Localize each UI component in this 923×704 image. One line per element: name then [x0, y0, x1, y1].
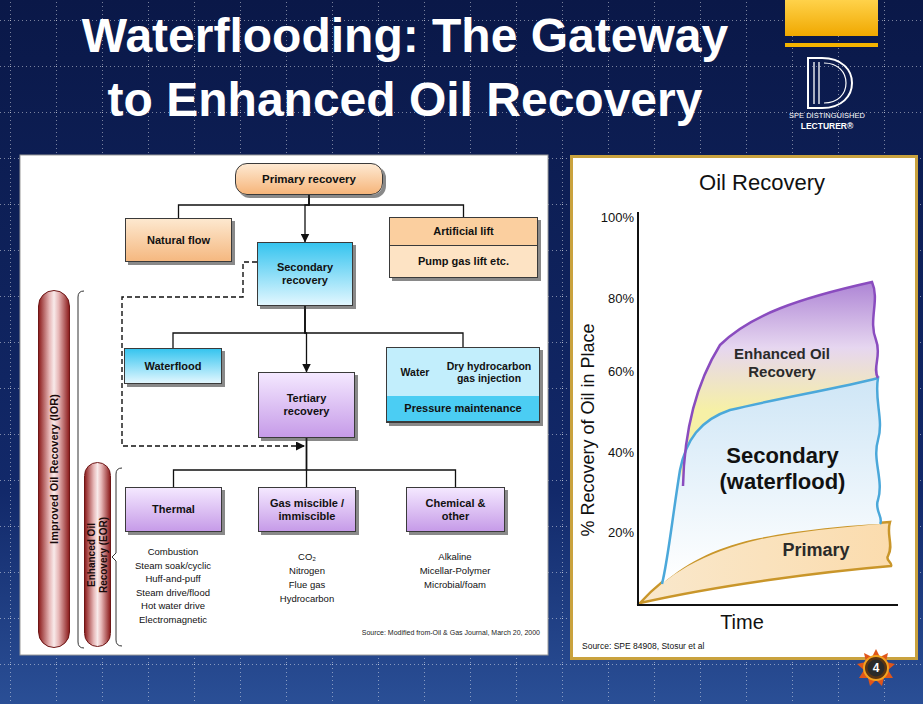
- axis-title: % Recovery of Oil in Place: [577, 300, 599, 560]
- flow-connector: [305, 306, 463, 347]
- method-item: Combustion: [118, 546, 228, 558]
- area-label: Primary: [771, 540, 861, 560]
- method-item: Nitrogen: [252, 565, 362, 577]
- axis-tick: 20%: [594, 525, 634, 541]
- method-item: Alkaline: [400, 551, 510, 563]
- method-box: Artificial liftPump gas lift etc.: [389, 217, 538, 278]
- page-badge: [857, 649, 895, 686]
- flow-connector: [307, 438, 456, 487]
- stage-box: Secondary recovery: [257, 242, 353, 306]
- method-item: Micellar-Polymer: [400, 565, 510, 577]
- method-item: Hydrocarbon: [252, 593, 362, 605]
- axis-tick: 60%: [594, 364, 634, 380]
- eor-bracket: [112, 468, 122, 646]
- node-title: Thermal: [126, 501, 221, 518]
- node-title: Gas miscible / immiscible: [259, 495, 355, 525]
- node-title: Enhanced Oil Recovery (EOR): [86, 510, 110, 600]
- slide-title: Waterflooding: The Gateway to Enhanced O…: [65, 4, 745, 132]
- axis-tick: 100%: [594, 210, 634, 226]
- source-note: Source: SPE 84908, Stosur et al: [582, 641, 842, 652]
- logo-text: SPE DISTINGUISHED: [782, 111, 872, 120]
- flow-connector: [179, 195, 310, 218]
- flow-connector: [309, 195, 464, 217]
- node-title: Chemical & other: [407, 495, 504, 525]
- chart-panel: [572, 157, 917, 659]
- stage-box: Tertiary recovery: [258, 372, 355, 438]
- method-item: Steam drive/flood: [118, 587, 228, 599]
- method-box: Gas miscible / immiscible: [258, 487, 356, 532]
- method-item: Microbial/foam: [400, 579, 510, 591]
- node-title: Waterflood: [125, 358, 221, 375]
- axis-tick: 40%: [594, 445, 634, 461]
- node-title: Pressure maintenance: [387, 396, 539, 422]
- chart-axes: [638, 212, 898, 605]
- method-box: Chemical & other: [406, 487, 505, 532]
- node-text: Pump gas lift etc.: [390, 246, 537, 277]
- source-note: Source: Modified from-Oil & Gas Journal,…: [290, 628, 540, 637]
- flowchart-panel: [20, 155, 548, 655]
- axis-tick: 80%: [594, 291, 634, 307]
- secondary-curve: [662, 378, 881, 584]
- flow-connector: [174, 438, 307, 487]
- node-title: Natural flow: [126, 232, 231, 249]
- node-text: Water: [389, 366, 441, 378]
- axis-title: Time: [707, 610, 777, 634]
- method-item: Hot water drive: [118, 600, 228, 612]
- flow-connector: [173, 306, 305, 348]
- method-box: Waterflood: [124, 348, 222, 384]
- category-band: Enhanced Oil Recovery (EOR): [84, 462, 111, 647]
- stage-box: Primary recovery: [235, 163, 383, 195]
- category-band: Improved Oil Recovery (IOR): [38, 290, 70, 648]
- node-title: Tertiary recovery: [259, 390, 354, 420]
- method-box: WaterDry hydrocarbon gas injectionPressu…: [386, 347, 540, 423]
- method-item: CO₂: [252, 551, 362, 563]
- page-number: 4: [866, 660, 886, 676]
- method-box: Thermal: [125, 487, 222, 532]
- chart-title: Oil Recovery: [652, 170, 872, 196]
- node-title: Primary recovery: [236, 171, 382, 188]
- area-label: Secondary (waterflood): [695, 443, 870, 495]
- spe-logo: [785, 0, 878, 108]
- method-box: Natural flow: [125, 218, 232, 262]
- node-text: Dry hydrocarbon gas injection: [441, 360, 537, 384]
- node-title: Improved Oil Recovery (IOR): [48, 369, 60, 569]
- area-label: Enhanced Oil Recovery: [722, 345, 842, 381]
- method-item: Steam soak/cyclic: [118, 560, 228, 572]
- logo-text: LECTURER®: [782, 121, 872, 131]
- method-item: Huff-and-puff: [118, 573, 228, 585]
- recovery-chart: [638, 212, 898, 605]
- node-title: Artificial lift: [390, 218, 537, 246]
- method-item: Electromagnetic: [118, 614, 228, 626]
- text-row: WaterDry hydrocarbon gas injection: [387, 348, 539, 396]
- method-item: Flue gas: [252, 579, 362, 591]
- node-title: Secondary recovery: [258, 259, 352, 289]
